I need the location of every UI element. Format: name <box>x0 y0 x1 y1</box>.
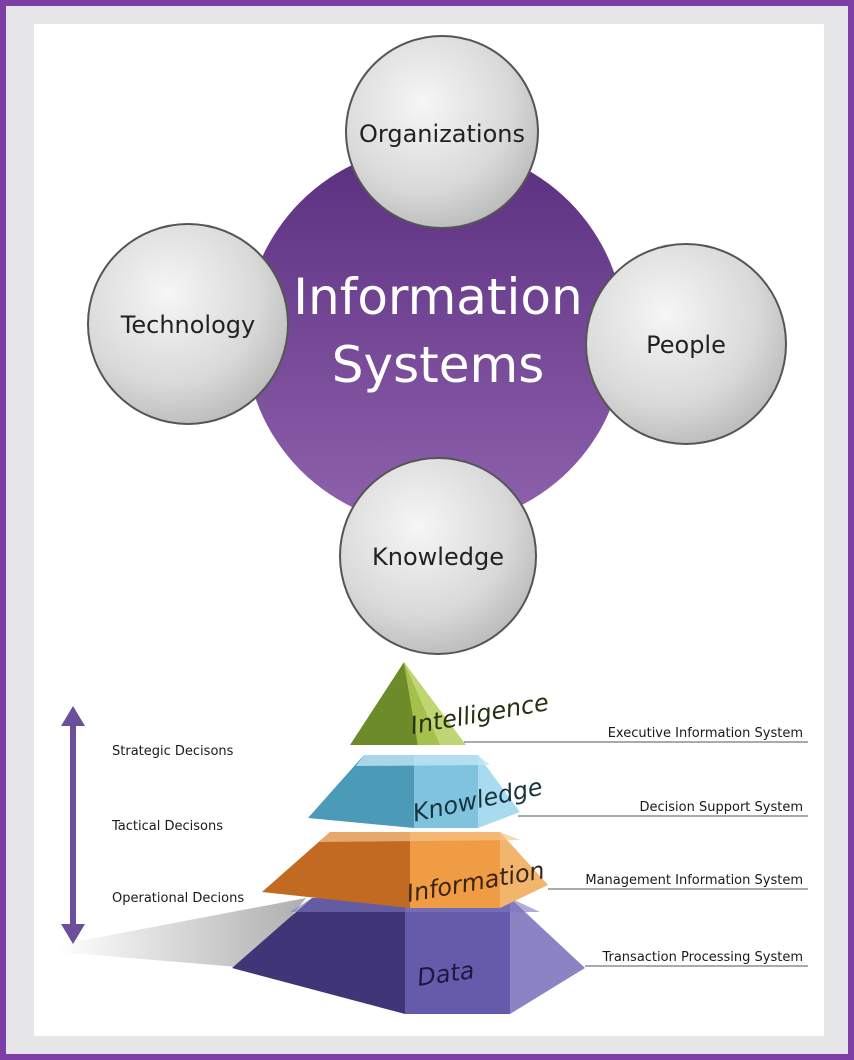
node-knowledge-label: Knowledge <box>372 543 504 571</box>
decision-tactical-label: Tactical Decisons <box>111 819 223 834</box>
tier-data: Data <box>232 898 585 1014</box>
node-people: People <box>585 243 787 445</box>
system-management-label: Management Information System <box>585 873 803 888</box>
node-organizations: Organizations <box>345 35 539 229</box>
node-people-label: People <box>646 331 726 359</box>
system-executive-label: Executive Information System <box>608 726 803 741</box>
pyramid-shadow <box>58 898 306 968</box>
system-decision-support-label: Decision Support System <box>640 800 803 815</box>
decision-strategic-label: Strategic Decisons <box>112 744 234 759</box>
node-technology: Technology <box>87 223 289 425</box>
node-technology-label: Technology <box>120 311 255 339</box>
decision-arrow <box>61 706 85 944</box>
tier-intelligence: Intelligence <box>350 662 551 745</box>
tier-information: Information <box>262 832 548 908</box>
decision-operational-label: Operational Decions <box>112 891 244 906</box>
system-transaction-label: Transaction Processing System <box>601 950 803 965</box>
center-title-line1: Information <box>293 268 582 326</box>
center-circle <box>245 146 625 526</box>
tier-knowledge: Knowledge <box>308 755 545 828</box>
center-title-line2: Systems <box>332 336 545 394</box>
tier-intelligence-label: Intelligence <box>408 688 550 740</box>
node-knowledge: Knowledge <box>339 457 537 655</box>
node-organizations-label: Organizations <box>359 120 525 148</box>
